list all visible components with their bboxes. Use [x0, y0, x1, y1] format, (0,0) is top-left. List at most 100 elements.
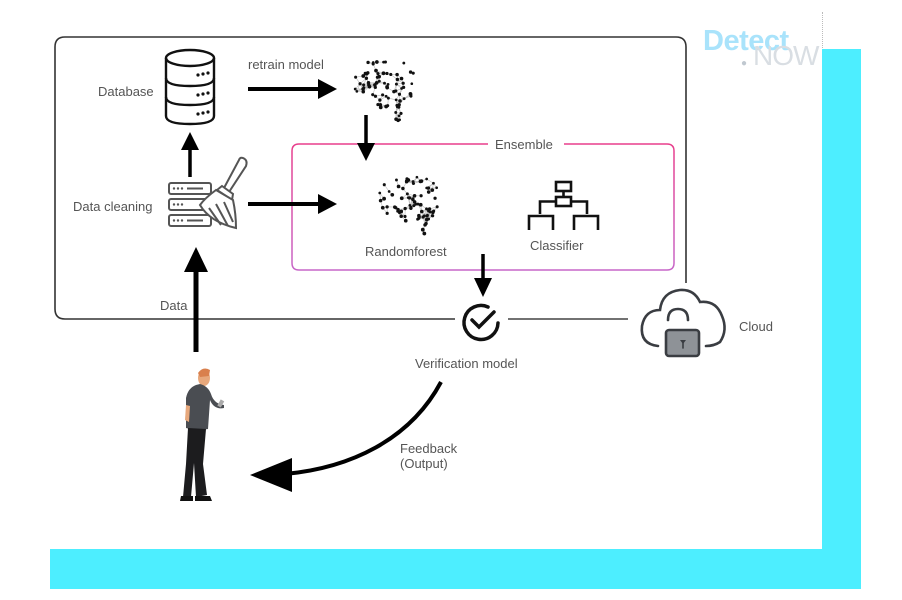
brain-node [430, 214, 435, 218]
brain-node [401, 186, 405, 191]
brain-node [425, 186, 428, 190]
brain-node [371, 93, 375, 97]
brain-node [411, 71, 415, 75]
server-broom-icon [168, 156, 248, 230]
brain-node [394, 206, 398, 210]
brain-node [384, 94, 388, 98]
brain-node [411, 197, 415, 200]
brain-node [410, 82, 414, 86]
brain-node [355, 89, 359, 93]
brain-node [390, 192, 395, 197]
brain-node [426, 190, 431, 194]
brain-node [420, 227, 425, 232]
brain-node [353, 87, 357, 91]
brain-node [395, 72, 399, 77]
brain-node [397, 105, 401, 109]
person-with-phone-icon [180, 368, 225, 501]
brain-node [371, 61, 375, 64]
brain-node [400, 87, 403, 90]
brain-node [374, 80, 379, 85]
brain-node [354, 75, 358, 79]
brain-node [381, 71, 386, 76]
brain-node [404, 180, 409, 184]
brain-node [382, 183, 386, 187]
brain-node [425, 213, 429, 217]
brain-node [376, 102, 380, 107]
brain-node [417, 216, 421, 220]
arrow-data-from-user [184, 247, 208, 352]
brain-node [382, 60, 385, 64]
logo-detect-text: Detect [703, 25, 789, 57]
brain-node [418, 202, 423, 207]
brain-node [378, 103, 383, 107]
brain-node [409, 206, 413, 210]
brain-node [395, 77, 400, 82]
brain-node [411, 180, 415, 183]
brain-node [378, 198, 383, 203]
brain-node [407, 196, 412, 200]
data-edge-label: Data [160, 298, 188, 313]
accent-frame-bottom [50, 549, 861, 589]
brain-node [395, 178, 398, 182]
cloud-unlock-icon [640, 288, 726, 358]
brain-node [367, 83, 371, 87]
brain-node [389, 72, 393, 77]
database-icon [164, 48, 216, 126]
brain-node [366, 60, 370, 65]
brain-node [401, 81, 405, 85]
brain-node [433, 196, 437, 200]
retrain-model-label: retrain model [248, 57, 324, 72]
brain-node [412, 200, 417, 204]
brain-node [402, 97, 406, 101]
classifier-label: Classifier [530, 238, 584, 253]
brain-node [412, 194, 417, 198]
logo-now-text: NOW [753, 40, 819, 71]
brain-node [381, 93, 385, 97]
brain-node [399, 196, 404, 201]
brain-node [394, 98, 398, 102]
brain-node [387, 190, 391, 193]
verification-model-label: Verification model [415, 356, 518, 371]
brain-node [397, 114, 401, 118]
ensemble-title: Ensemble [495, 137, 553, 152]
brain-node [418, 179, 423, 184]
brain-node [405, 177, 409, 181]
brain-node [373, 94, 378, 98]
brain-node [386, 96, 390, 100]
brain-node [362, 86, 366, 90]
brain-node [412, 204, 416, 208]
brain-node [378, 98, 382, 102]
brain-node [361, 74, 366, 78]
brain-node [424, 221, 428, 226]
brain-node [363, 71, 368, 76]
brain-node [399, 76, 404, 81]
brain-node [375, 60, 379, 64]
brain-node [419, 209, 424, 214]
brain-node [402, 61, 406, 65]
brain-node [398, 118, 401, 122]
brain-node [423, 232, 426, 236]
brain-node [394, 82, 398, 86]
brain-node [394, 111, 398, 114]
arrow-retrain [248, 79, 337, 99]
feedback-output-label: (Output) [400, 456, 448, 471]
brain-node [421, 215, 425, 219]
brain-node [428, 210, 432, 214]
feedback-label: Feedback [400, 441, 458, 456]
brain-node [403, 206, 407, 211]
check-circle-icon [462, 303, 500, 342]
brain-node [376, 72, 380, 76]
brain-node [394, 117, 398, 122]
brain-node [399, 111, 403, 115]
brain-node [364, 76, 369, 80]
brain-node [405, 192, 409, 196]
arrow-cleaning-to-database [181, 132, 199, 177]
brain-node [362, 83, 366, 87]
brain-node [378, 105, 383, 110]
brain-node [419, 194, 423, 198]
brain-node [435, 205, 439, 209]
arrow-ensemble-to-verification [474, 254, 492, 297]
brain-node [374, 68, 378, 73]
brain-node [380, 205, 385, 210]
brain-node [392, 89, 396, 94]
